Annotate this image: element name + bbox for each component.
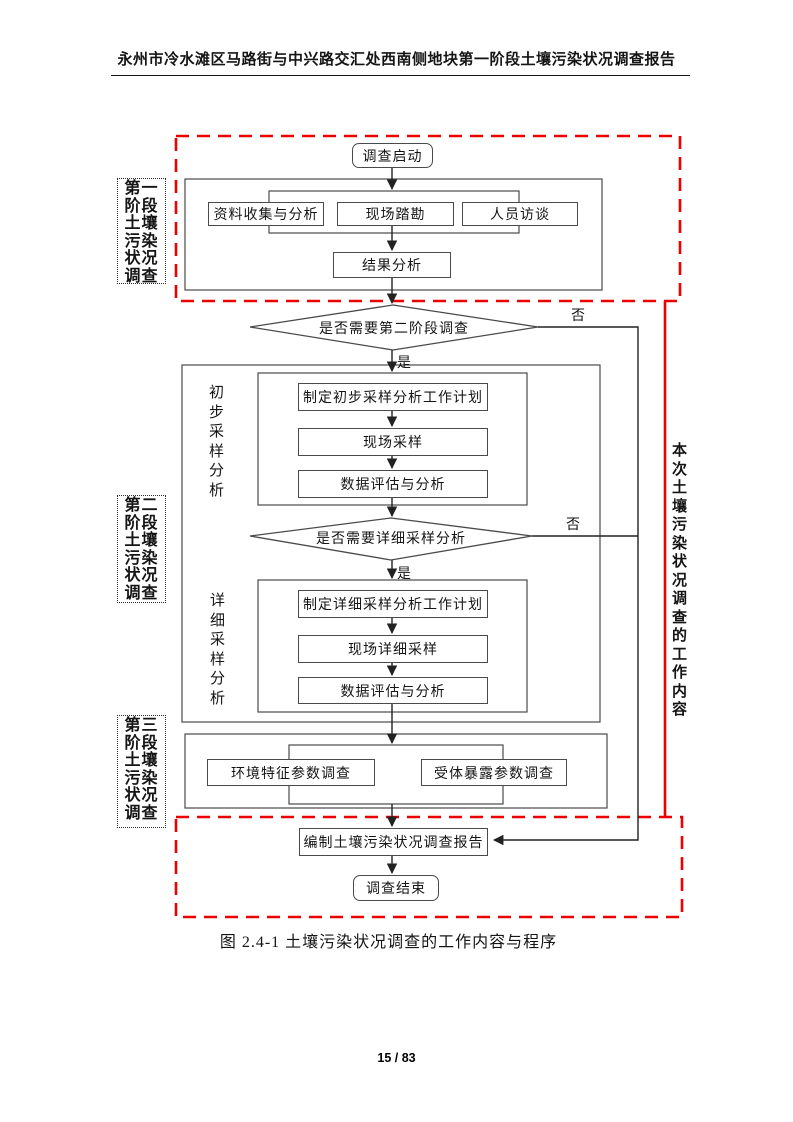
stage1-result-box: 结果分析 bbox=[333, 252, 451, 278]
flow-arrows bbox=[386, 167, 639, 875]
stage1-box-interviews: 人员访谈 bbox=[462, 202, 578, 226]
preliminary-step-evaluation: 数据评估与分析 bbox=[298, 470, 488, 498]
detailed-step-evaluation: 数据评估与分析 bbox=[298, 677, 488, 704]
decision2-no-label: 否 bbox=[566, 518, 580, 533]
stage1-outline bbox=[184, 178, 603, 291]
stage3-box-environment-params: 环境特征参数调查 bbox=[207, 759, 375, 786]
preliminary-step-plan: 制定初步采样分析工作计划 bbox=[298, 383, 488, 411]
decision2-text: 是否需要详细采样分析 bbox=[316, 532, 466, 547]
decision1-text: 是否需要第二阶段调查 bbox=[319, 322, 469, 337]
stage3-box-receptor-exposure: 受体暴露参数调查 bbox=[421, 759, 567, 786]
decision1-diamond bbox=[249, 304, 539, 351]
red-dashed-frame-top bbox=[174, 134, 682, 303]
stage1-box-data-collection: 资料收集与分析 bbox=[208, 202, 324, 226]
start-node: 调查启动 bbox=[352, 143, 433, 168]
decision1-yes-label: 是 bbox=[397, 356, 411, 371]
side-note-vertical: 本次土壤污染状况调查的工作内容 bbox=[671, 443, 687, 718]
header-rule bbox=[111, 75, 690, 76]
page-header: 永州市冷水滩区马路街与中兴路交汇处西南侧地块第一阶段土壤污染状况调查报告 bbox=[117, 52, 676, 68]
stage2-label: 第二阶段土壤污染状况调查 bbox=[117, 495, 166, 603]
preliminary-sampling-label: 初步采样分析 bbox=[208, 385, 224, 499]
report-node: 编制土壤污染状况调查报告 bbox=[299, 828, 488, 856]
detailed-sampling-label: 详细采样分析 bbox=[209, 593, 225, 707]
decision2-diamond bbox=[249, 517, 533, 561]
figure-caption: 图 2.4-1 土壤污染状况调查的工作内容与程序 bbox=[219, 934, 558, 951]
end-node: 调查结束 bbox=[353, 875, 439, 901]
detailed-step-sampling: 现场详细采样 bbox=[298, 635, 488, 663]
decision-diamonds bbox=[249, 304, 539, 561]
detailed-step-plan: 制定详细采样分析工作计划 bbox=[298, 590, 488, 618]
stage1-label: 第一阶段土壤污染状况调查 bbox=[117, 178, 166, 285]
decision2-yes-label: 是 bbox=[397, 567, 411, 582]
stage3-label: 第三阶段土壤污染状况调查 bbox=[117, 715, 166, 828]
red-dashed-frame-bottom bbox=[174, 815, 684, 919]
stage1-box-site-survey: 现场踏勘 bbox=[337, 202, 454, 226]
page-number: 15 / 83 bbox=[377, 1051, 416, 1065]
preliminary-step-sampling: 现场采样 bbox=[298, 428, 488, 456]
decision1-no-label: 否 bbox=[571, 309, 585, 324]
no-branch-1-path bbox=[492, 326, 639, 846]
